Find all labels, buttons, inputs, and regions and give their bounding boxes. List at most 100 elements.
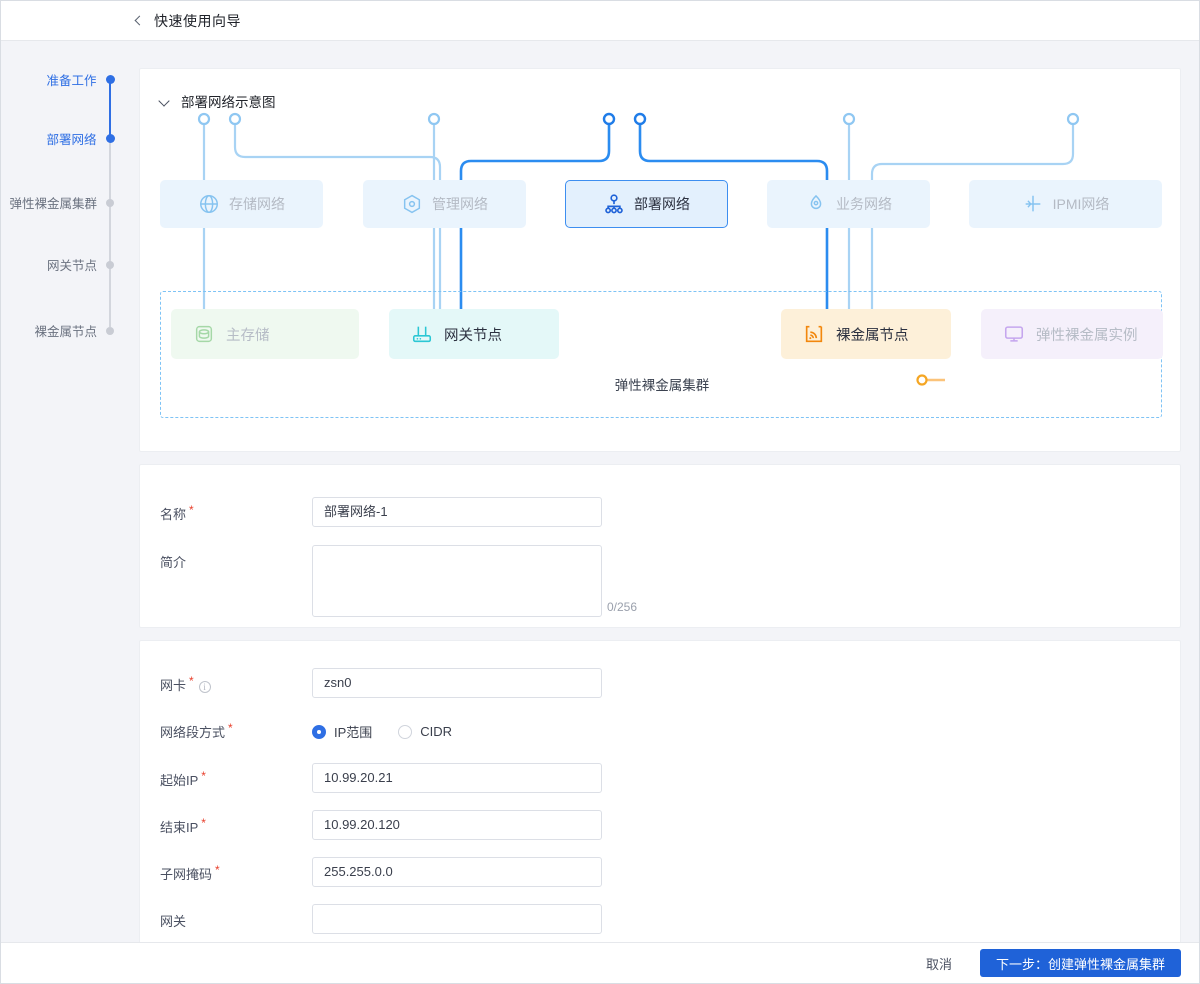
netmask-label: 子网掩码* (160, 864, 220, 883)
node-label: 弹性裸金属实例 (1036, 327, 1138, 344)
desc-label-text: 简介 (160, 555, 187, 570)
page-footer: 取消 下一步：创建弹性裸金属集群 (1, 942, 1199, 983)
start-ip-label-text: 起始IP (160, 773, 199, 788)
end-ip-input[interactable] (312, 810, 602, 840)
step-line-4-5 (109, 261, 111, 327)
node-elastic-bare-metal-instance[interactable]: 弹性裸金属实例 (981, 309, 1163, 359)
step-dot (106, 260, 114, 269)
radio-label: IP范围 (334, 725, 373, 740)
end-ip-label-text: 结束IP (160, 820, 199, 835)
step-line-3-4 (109, 199, 111, 265)
back-button[interactable]: 快速使用向导 (131, 11, 241, 31)
required-marker: * (201, 816, 206, 830)
step-dot (106, 326, 114, 335)
sidebar-step-bare-metal-node[interactable]: 裸金属节点 (1, 321, 121, 340)
sidebar-step-gateway-node[interactable]: 网关节点 (1, 255, 121, 274)
step-label: 网关节点 (46, 259, 97, 273)
required-marker: * (189, 674, 194, 688)
cloud-nodes-icon (805, 193, 827, 215)
step-dot (106, 198, 114, 207)
page-header: 快速使用向导 (1, 1, 1199, 41)
required-marker: * (189, 503, 194, 517)
description-textarea[interactable] (312, 545, 602, 617)
radio-mark (398, 724, 413, 739)
network-card-storage[interactable]: 存储网络 (160, 180, 323, 228)
network-card-label: 部署网络 (634, 196, 690, 212)
monitor-icon (1003, 323, 1025, 345)
description-counter: 0/256 (607, 600, 638, 614)
page-title: 快速使用向导 (154, 12, 241, 29)
cluster-caption: 弹性裸金属集群 (614, 378, 710, 393)
radio-cidr[interactable]: CIDR (398, 724, 452, 739)
network-diagram: 存储网络 管理网络 (140, 69, 1182, 453)
gateway-label: 网关 (160, 911, 186, 930)
sitemap-icon (603, 193, 625, 215)
network-card-business[interactable]: 业务网络 (767, 180, 930, 228)
node-label: 网关节点 (444, 327, 502, 344)
gateway-input[interactable] (312, 904, 602, 934)
nic-label: 网卡* i (160, 675, 211, 694)
diagram-collapse-header[interactable]: 部署网络示意图 (158, 91, 276, 111)
network-card-label: 管理网络 (432, 196, 488, 212)
sidebar-step-bare-metal-cluster[interactable]: 弹性裸金属集群 (1, 193, 121, 212)
database-icon (193, 323, 215, 345)
radio-ip-range[interactable]: IP范围 (312, 722, 372, 741)
network-card-label: IPMI网络 (1052, 196, 1110, 212)
end-ip-label: 结束IP* (160, 817, 206, 836)
required-marker: * (228, 721, 233, 735)
segment-mode-label-text: 网络段方式 (160, 725, 226, 740)
step-line-2-3 (109, 135, 111, 203)
required-marker: * (215, 863, 220, 877)
step-dot (105, 134, 115, 143)
node-primary-storage[interactable]: 主存储 (171, 309, 359, 359)
step-dot (105, 75, 115, 84)
signal-icon (803, 323, 825, 345)
start-ip-input[interactable] (312, 763, 602, 793)
hexagon-dot-icon (401, 193, 423, 215)
cancel-button[interactable]: 取消 (920, 953, 958, 974)
diagram-title: 部署网络示意图 (181, 95, 276, 110)
info-circle-icon[interactable]: i (198, 680, 211, 693)
netmask-label-text: 子网掩码 (160, 867, 213, 882)
node-gateway[interactable]: 网关节点 (389, 309, 559, 359)
sidebar-step-deploy-network[interactable]: 部署网络 (1, 129, 121, 148)
segment-mode-label: 网络段方式* (160, 722, 233, 741)
network-card-deployment[interactable]: 部署网络 (565, 180, 728, 228)
netmask-input[interactable] (312, 857, 602, 887)
basic-info-panel: 名称* 简介 0/256 (139, 464, 1181, 628)
ipmi-probe-icon (1022, 193, 1044, 215)
network-card-label: 业务网络 (836, 196, 892, 212)
name-label-text: 名称 (160, 507, 187, 522)
network-card-management[interactable]: 管理网络 (363, 180, 526, 228)
nic-label-text: 网卡 (160, 678, 187, 693)
step-label: 裸金属节点 (34, 325, 97, 339)
name-input[interactable] (312, 497, 602, 527)
bare-metal-cluster-box: 主存储 网关节点 (160, 291, 1163, 418)
globe-icon (198, 193, 220, 215)
name-label: 名称* (160, 504, 194, 523)
gateway-label-text: 网关 (160, 914, 187, 929)
next-step-button[interactable]: 下一步：创建弹性裸金属集群 (979, 949, 1181, 977)
network-diagram-panel: 部署网络示意图 (139, 68, 1181, 452)
chevron-left-icon (131, 14, 145, 28)
required-marker: * (201, 769, 206, 783)
network-card-ipmi[interactable]: IPMI网络 (969, 180, 1162, 228)
step-line-1-2 (109, 76, 111, 139)
network-card-label: 存储网络 (229, 196, 285, 212)
node-bare-metal[interactable]: 裸金属节点 (781, 309, 951, 359)
step-label: 部署网络 (46, 133, 97, 147)
wizard-steps: 准备工作 部署网络 弹性裸金属集群 网关节点 裸金属节点 (1, 42, 121, 942)
start-ip-label: 起始IP* (160, 770, 206, 789)
node-label: 裸金属节点 (836, 327, 909, 344)
desc-label: 简介 (160, 552, 186, 571)
page-body: 准备工作 部署网络 弹性裸金属集群 网关节点 裸金属节点 (1, 42, 1199, 958)
step-label: 准备工作 (46, 74, 97, 88)
sidebar-step-preparation[interactable]: 准备工作 (1, 70, 121, 89)
network-config-panel: 网卡*i 网络段方式* IP范围 CIDR 起始IP* (139, 640, 1181, 958)
nic-input[interactable] (312, 668, 602, 698)
node-label: 主存储 (226, 327, 270, 344)
radio-label: CIDR (420, 724, 453, 739)
segment-mode-radio-group: IP范围 CIDR (312, 722, 478, 741)
radio-mark (312, 724, 326, 739)
